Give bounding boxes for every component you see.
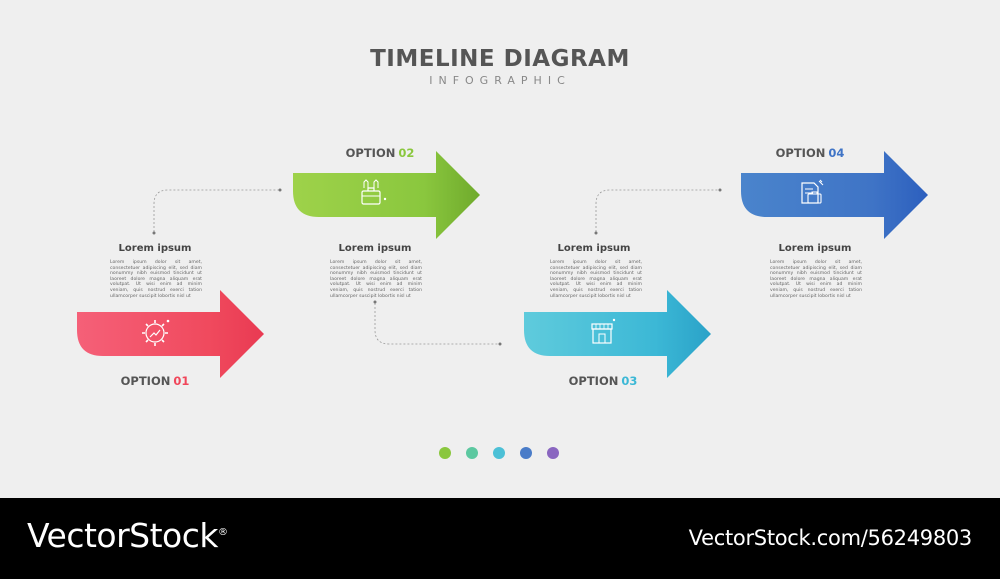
dot-2[interactable] — [466, 447, 478, 459]
gear-growth-icon — [142, 319, 170, 346]
storefront-icon — [591, 318, 616, 344]
infographic-canvas: TIMELINE DIAGRAM INFOGRAPHIC — [77, 46, 929, 459]
connector-01-02 — [153, 189, 280, 232]
connector-03-04 — [595, 189, 720, 232]
vectorstock-logo: VectorStock® — [27, 516, 228, 555]
option-02-arrow — [293, 151, 481, 239]
connector-02-03 — [374, 303, 500, 345]
pagination-dots — [439, 447, 559, 459]
watermark-footer: VectorStock® VectorStock.com/56249803 — [0, 498, 1000, 579]
option-03-description: Lorem ipsum dolor sit amet, consectetuer… — [550, 260, 642, 299]
option-04-arrow — [741, 151, 929, 239]
option-02-description: Lorem ipsum dolor sit amet, consectetuer… — [330, 260, 422, 299]
dot-3[interactable] — [493, 447, 505, 459]
image-reference: VectorStock.com/56249803 — [688, 526, 973, 550]
option-01-heading: Lorem ipsum — [118, 243, 192, 254]
dot-1[interactable] — [439, 447, 451, 459]
dot-4[interactable] — [520, 447, 532, 459]
option-03-heading: Lorem ipsum — [557, 243, 631, 254]
dot-5[interactable] — [547, 447, 559, 459]
option-04-description: Lorem ipsum dolor sit amet, consectetuer… — [770, 260, 862, 299]
diagram-title: TIMELINE DIAGRAM — [370, 46, 630, 72]
castle-briefcase-icon — [361, 179, 387, 205]
option-01-description: Lorem ipsum dolor sit amet, consectetuer… — [110, 260, 202, 299]
document-briefcase-icon — [801, 179, 824, 204]
option-04-heading: Lorem ipsum — [778, 243, 852, 254]
option-01-arrow — [77, 290, 265, 378]
option-03-arrow — [524, 290, 712, 378]
timeline-connectors — [152, 188, 722, 346]
option-02-heading: Lorem ipsum — [338, 243, 412, 254]
diagram-subtitle: INFOGRAPHIC — [429, 74, 571, 87]
